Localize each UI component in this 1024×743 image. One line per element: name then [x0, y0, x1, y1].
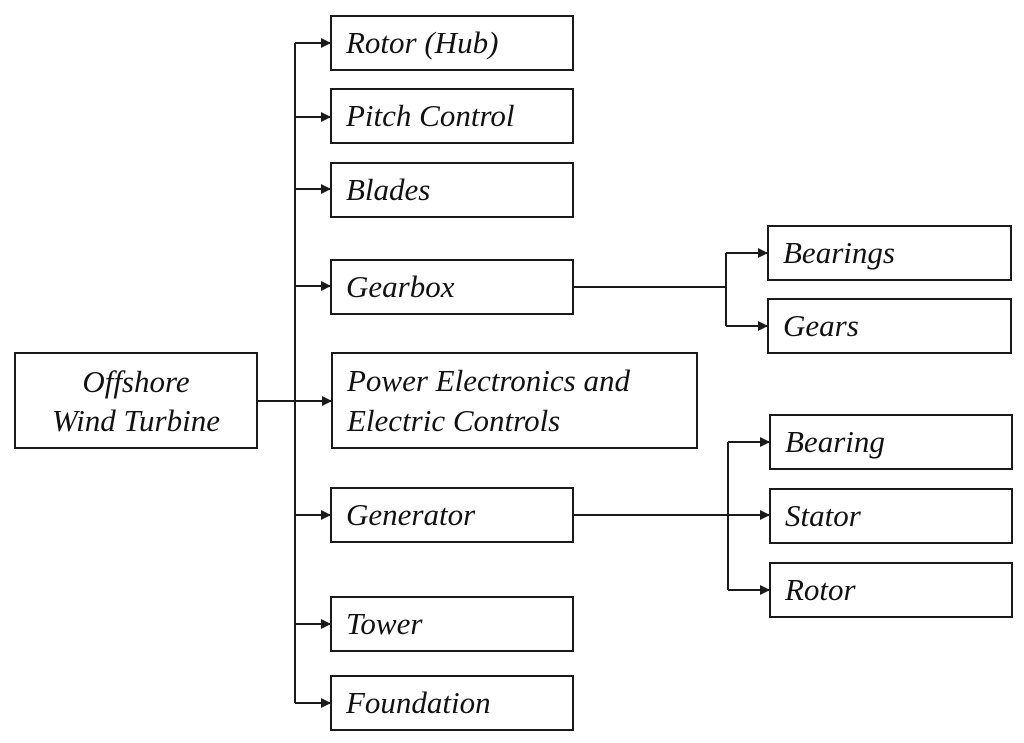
- root-label-line2: Wind Turbine: [52, 402, 220, 438]
- node-bearing: Bearing: [769, 414, 1013, 470]
- node-generator: Generator: [330, 487, 574, 543]
- node-generator-label: Generator: [346, 497, 476, 532]
- node-foundation-label: Foundation: [346, 685, 491, 720]
- node-blades-label: Blades: [346, 172, 431, 207]
- node-rotor-hub-label: Rotor (Hub): [346, 25, 499, 60]
- node-pitch-control: Pitch Control: [330, 88, 574, 144]
- node-power-electronics: Power Electronics and Electric Controls: [331, 352, 698, 449]
- node-tower-label: Tower: [346, 606, 423, 641]
- node-tower: Tower: [330, 596, 574, 652]
- node-gearbox: Gearbox: [330, 259, 574, 315]
- node-stator-label: Stator: [785, 498, 861, 533]
- node-gearbox-label: Gearbox: [346, 269, 455, 304]
- node-rotor-hub: Rotor (Hub): [330, 15, 574, 71]
- node-gears-label: Gears: [783, 308, 859, 343]
- node-power-electronics-label-line1: Power Electronics and: [347, 362, 630, 398]
- node-power-electronics-label-line2: Electric Controls: [347, 402, 561, 438]
- node-pitch-control-label: Pitch Control: [346, 98, 515, 133]
- root-label-line1: Offshore: [82, 363, 190, 399]
- node-foundation: Foundation: [330, 675, 574, 731]
- node-bearings: Bearings: [767, 225, 1012, 281]
- node-bearings-label: Bearings: [783, 235, 895, 270]
- node-gears: Gears: [767, 298, 1012, 354]
- node-rotor-label: Rotor: [785, 572, 856, 607]
- node-rotor: Rotor: [769, 562, 1013, 618]
- node-blades: Blades: [330, 162, 574, 218]
- root-node-offshore-wind-turbine: Offshore Wind Turbine: [14, 352, 258, 449]
- node-bearing-label: Bearing: [785, 424, 885, 459]
- node-stator: Stator: [769, 488, 1013, 544]
